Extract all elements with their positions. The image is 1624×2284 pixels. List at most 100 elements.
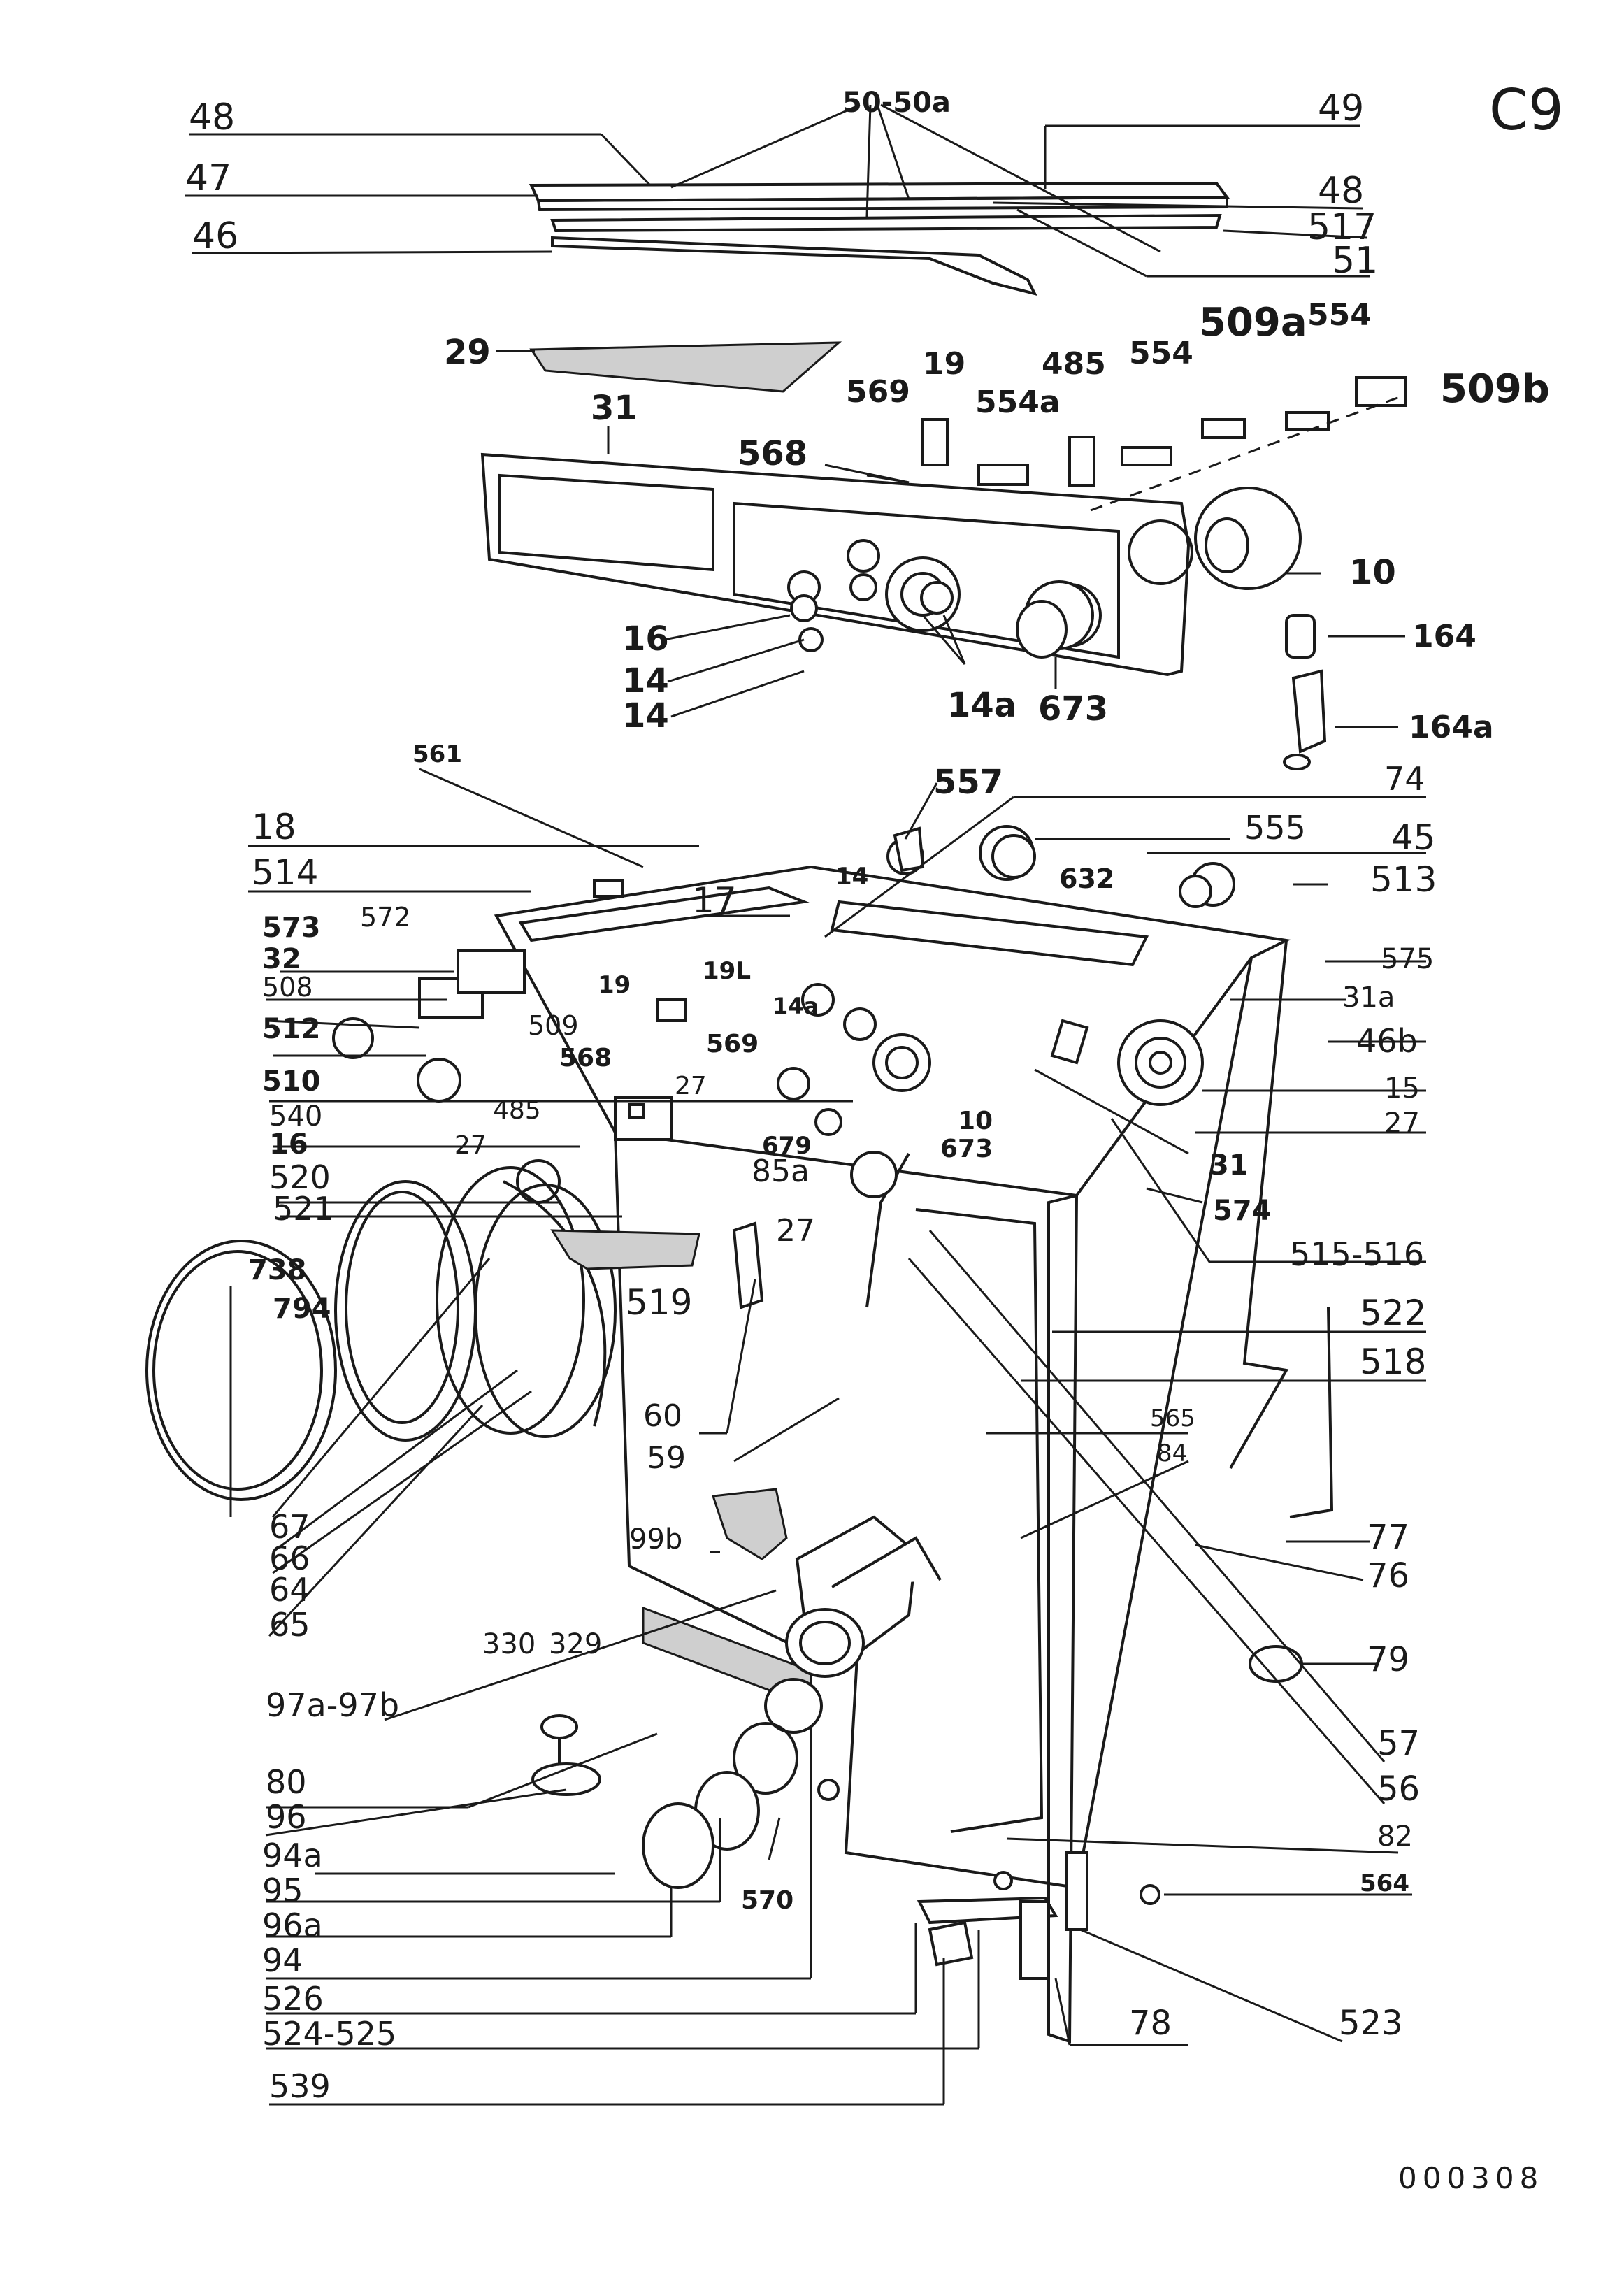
part-label: 59: [647, 1440, 686, 1476]
part-label: 64: [269, 1571, 310, 1609]
part-label: 80: [266, 1763, 307, 1801]
door-assembly: [145, 1166, 617, 1501]
part-label: 45: [1391, 817, 1436, 858]
part-label: 31a: [1342, 982, 1395, 1014]
part-label: 96: [266, 1798, 307, 1836]
part-label: 568: [738, 434, 807, 473]
pump-assembly: [642, 1515, 942, 1889]
part-label: 561: [412, 740, 462, 768]
part-label: 164: [1412, 619, 1476, 654]
part-label: 19: [598, 971, 631, 999]
part-label: 99b: [629, 1523, 682, 1556]
part-label: 508: [262, 972, 313, 1003]
part-labels: C9 48 47 46 50-50a 49 48 517 51 29 31 56…: [185, 78, 1564, 2195]
switch-row: [866, 376, 1407, 512]
part-label: 513: [1370, 859, 1437, 900]
part-label: 512: [262, 1013, 321, 1045]
part-label: 572: [360, 902, 411, 933]
part-label: 76: [1367, 1556, 1409, 1595]
bushing-555: [991, 834, 1036, 879]
part-label: 31: [1209, 1149, 1249, 1181]
part-label: 10: [958, 1107, 993, 1135]
part-label: 539: [269, 2067, 331, 2105]
part-label: 632: [1059, 863, 1114, 894]
part-label: 573: [262, 912, 321, 944]
part-label: 509a: [1199, 300, 1307, 345]
part-label: 14a: [773, 993, 819, 1019]
part-label: 564: [1360, 1869, 1409, 1897]
part-label: 27: [454, 1131, 487, 1160]
part-label: 16: [269, 1128, 308, 1161]
part-label: 96a: [262, 1906, 323, 1944]
drawing-number: 000308: [1398, 2161, 1544, 2195]
part-label: 94: [262, 1941, 303, 1979]
bracket-164: [1283, 614, 1327, 770]
part-label: 673: [1038, 689, 1108, 728]
part-label: 14a: [947, 686, 1016, 725]
part-label: 523: [1339, 2004, 1403, 2043]
part-label: 27: [776, 1213, 815, 1249]
part-label: 66: [269, 1539, 310, 1577]
part-label: 738: [248, 1254, 307, 1286]
part-label: 10: [1349, 553, 1396, 592]
part-label: 79: [1367, 1640, 1409, 1679]
part-label: 524-525: [262, 2015, 396, 2053]
part-label: 509b: [1440, 366, 1550, 412]
part-label: 673: [940, 1135, 993, 1163]
part-label: 51: [1332, 240, 1378, 282]
part-label: 16: [622, 619, 669, 659]
part-label: 95: [262, 1872, 303, 1909]
part-label: 540: [269, 1100, 322, 1133]
part-label: 526: [262, 1980, 324, 2018]
part-label: 329: [549, 1628, 602, 1660]
part-label: 509: [528, 1010, 579, 1041]
part-label: 48: [189, 96, 235, 138]
part-label: 575: [1381, 943, 1434, 975]
part-label: 554: [1307, 297, 1372, 333]
part-label: 521: [273, 1190, 334, 1228]
part-label: 50-50a: [842, 87, 951, 119]
part-label: 164a: [1409, 710, 1494, 745]
part-label: 46: [192, 215, 238, 257]
part-label: 77: [1367, 1518, 1409, 1557]
part-label: 47: [185, 157, 231, 199]
foot-79: [1249, 1645, 1303, 1683]
part-label: 74: [1384, 760, 1425, 798]
part-label: 330: [482, 1628, 536, 1660]
clip-557: [893, 826, 925, 872]
leader-lines: [185, 124, 1426, 2106]
part-label: 60: [643, 1398, 682, 1434]
foot-80: [531, 1714, 601, 1796]
part-label: 517: [1307, 206, 1377, 248]
part-label: 19L: [703, 957, 751, 985]
part-label: 565: [1150, 1405, 1195, 1432]
part-label: 27: [1384, 1107, 1420, 1140]
part-label: 518: [1360, 1342, 1426, 1382]
part-label: 569: [846, 374, 910, 410]
side-panel-77: [1289, 1307, 1334, 1518]
part-label: 67: [269, 1508, 310, 1546]
part-label: 520: [269, 1158, 331, 1196]
drawing-geometry: [145, 103, 1407, 2044]
part-label: 554a: [975, 385, 1061, 420]
bracket-60: [732, 1221, 764, 1309]
part-label: 510: [262, 1065, 321, 1098]
part-label: 557: [933, 763, 1003, 802]
part-label: 94a: [262, 1837, 323, 1874]
hose-99b: [711, 1488, 788, 1560]
cabinet-controls: [332, 825, 1235, 1204]
part-label: 14: [835, 863, 868, 891]
part-label: 48: [1318, 170, 1364, 212]
part-label: 97a-97b: [266, 1686, 399, 1724]
part-label: 570: [741, 1886, 793, 1915]
plug-513: [1179, 875, 1212, 908]
part-label: 18: [252, 807, 296, 847]
part-label: 65: [269, 1606, 310, 1644]
part-label: 514: [252, 852, 318, 893]
part-label: 569: [706, 1030, 759, 1058]
part-label: 78: [1129, 2004, 1172, 2043]
part-label: 82: [1377, 1820, 1413, 1853]
control-panel-assembly: [480, 452, 1302, 677]
base-brackets: [917, 1851, 1160, 1980]
